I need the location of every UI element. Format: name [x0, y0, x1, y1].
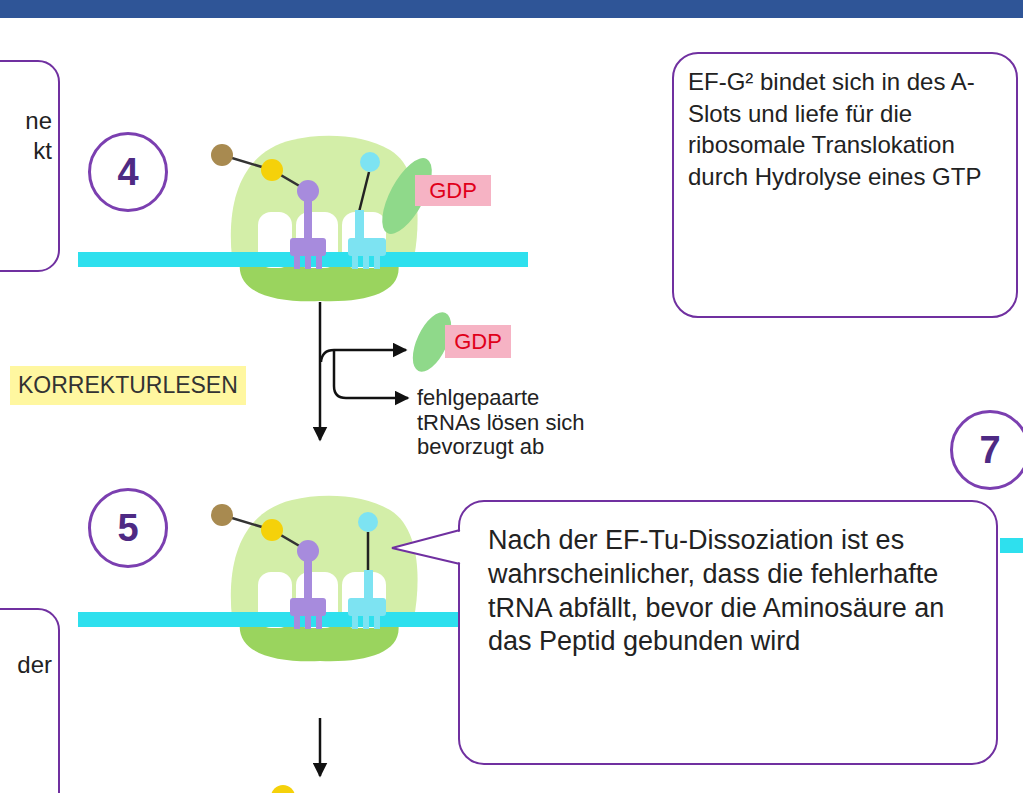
node-text: der — [12, 650, 52, 680]
node-text: Nach der EF-Tu-Dissoziation ist es wahrs… — [488, 524, 980, 659]
node-text: EF-G² bindet sich in des A-Slots und lie… — [688, 66, 1004, 193]
node-text: 5 — [117, 507, 138, 550]
process-label: KORREKTURLESEN — [10, 366, 246, 405]
callout-box: Nach der EF-Tu-Dissoziation ist es wahrs… — [458, 500, 998, 765]
flow-arrow — [319, 718, 322, 776]
ribosome — [231, 496, 418, 661]
node-text: GDP — [429, 178, 477, 204]
mrna — [78, 612, 458, 627]
peptidyl-trna — [211, 144, 326, 269]
step-number: 7 — [950, 410, 1023, 490]
step-number: 4 — [88, 132, 168, 212]
peptide-chain — [213, 785, 295, 793]
flow-arrow — [319, 302, 322, 440]
step-number: 5 — [88, 488, 168, 568]
mrna — [1000, 538, 1023, 553]
aminoacyl-trna — [348, 152, 386, 269]
branch-arrow — [334, 350, 408, 398]
callout-pointer — [388, 502, 464, 602]
node-text: 4 — [117, 151, 138, 194]
node-text: ne kt — [12, 106, 52, 166]
aminoacyl-trna — [348, 512, 386, 629]
callout-box: der — [0, 608, 60, 793]
note-text: fehlgepaarte tRNAs lösen sich bevorzugt … — [417, 386, 602, 460]
gdp-tag: GDP — [415, 175, 491, 206]
node-text: 7 — [979, 429, 1000, 472]
gdp-tag: GDP — [445, 325, 511, 358]
node-text: GDP — [454, 329, 502, 355]
header-bar — [0, 0, 1023, 18]
callout-box: EF-G² bindet sich in des A-Slots und lie… — [672, 52, 1018, 318]
peptidyl-trna — [211, 504, 326, 629]
callout-box: ne kt — [0, 60, 60, 272]
